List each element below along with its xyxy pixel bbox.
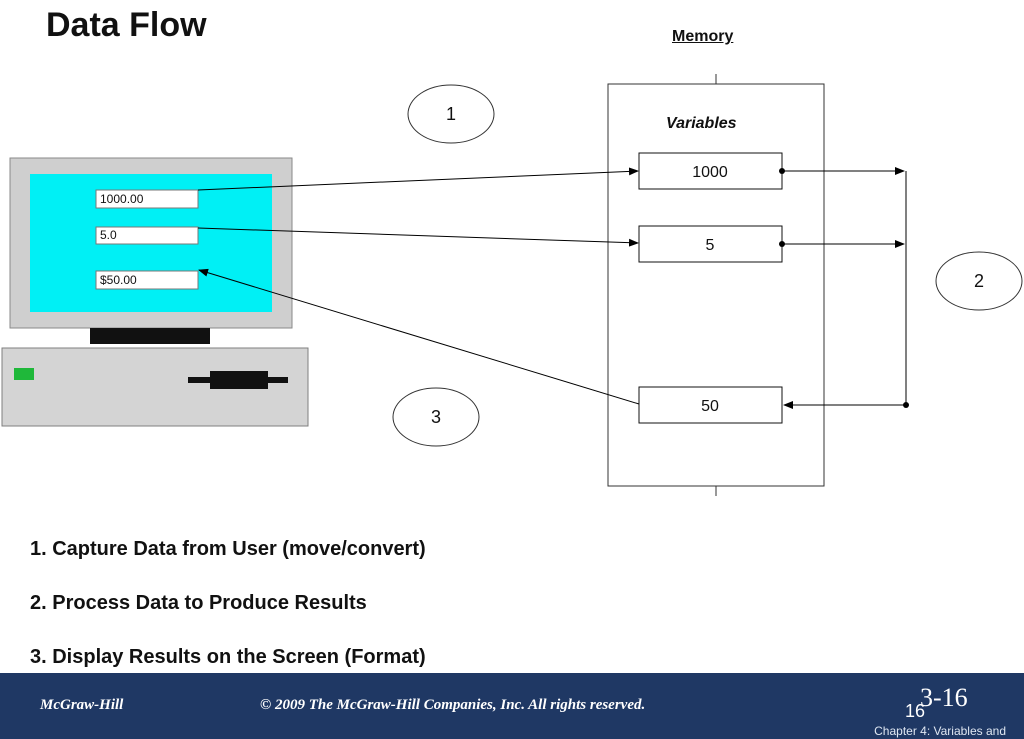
arrow-display-result [198,268,640,405]
memory-box [607,83,825,487]
screen-field-rate-text: 5.0 [100,228,117,242]
screen-field-amount[interactable]: 1000.00 [95,189,199,209]
footer-copyright: © 2009 The McGraw-Hill Companies, Inc. A… [260,697,646,713]
step-circle-1: 1 [407,84,495,144]
memory-label: Memory [672,28,734,45]
page-title: Data Flow [46,6,207,44]
step-circle-2: 2 [935,251,1023,311]
step-process: 2. Process Data to Produce Results [30,592,367,614]
variable-value-1000: 1000 [692,164,728,181]
arrow-capture-amount [197,167,639,191]
monitor-stand [90,328,210,344]
variable-box-1000: 1000 [638,152,783,190]
step-capture: 1. Capture Data from User (move/convert) [30,538,426,560]
footer-bar: McGraw-Hill © 2009 The McGraw-Hill Compa… [0,673,1024,739]
step-circle-1-label: 1 [446,104,456,124]
step-circle-3: 3 [392,387,480,447]
arrow-capture-rate [197,227,639,247]
variable-value-5: 5 [706,237,715,254]
footer-page-number: 16 [905,701,926,721]
step-display: 3. Display Results on the Screen (Format… [30,646,426,668]
screen-field-result-text: $50.00 [100,273,137,287]
screen-field-rate[interactable]: 5.0 [95,226,199,245]
step-circle-3-label: 3 [431,407,441,427]
footer-publisher: McGraw-Hill [40,697,124,713]
screen-field-result[interactable]: $50.00 [95,270,199,290]
data-flow-diagram: 1000.00 5.0 $50.00 Variables 1000 5 50 1 [1,74,1023,496]
variable-box-50: 50 [638,386,783,424]
screen-field-amount-text: 1000.00 [100,192,144,206]
variable-value-50: 50 [701,398,719,415]
variables-heading: Variables [666,115,737,132]
footer-chapter: Chapter 4: Variables and [874,724,1006,738]
disk-drive-button [210,371,268,389]
footer-slide-number: 3-16 [920,683,968,712]
step-circle-2-label: 2 [974,271,984,291]
steps-list: 1. Capture Data from User (move/convert)… [30,535,426,697]
variable-box-5: 5 [638,225,783,263]
power-light [14,368,34,380]
